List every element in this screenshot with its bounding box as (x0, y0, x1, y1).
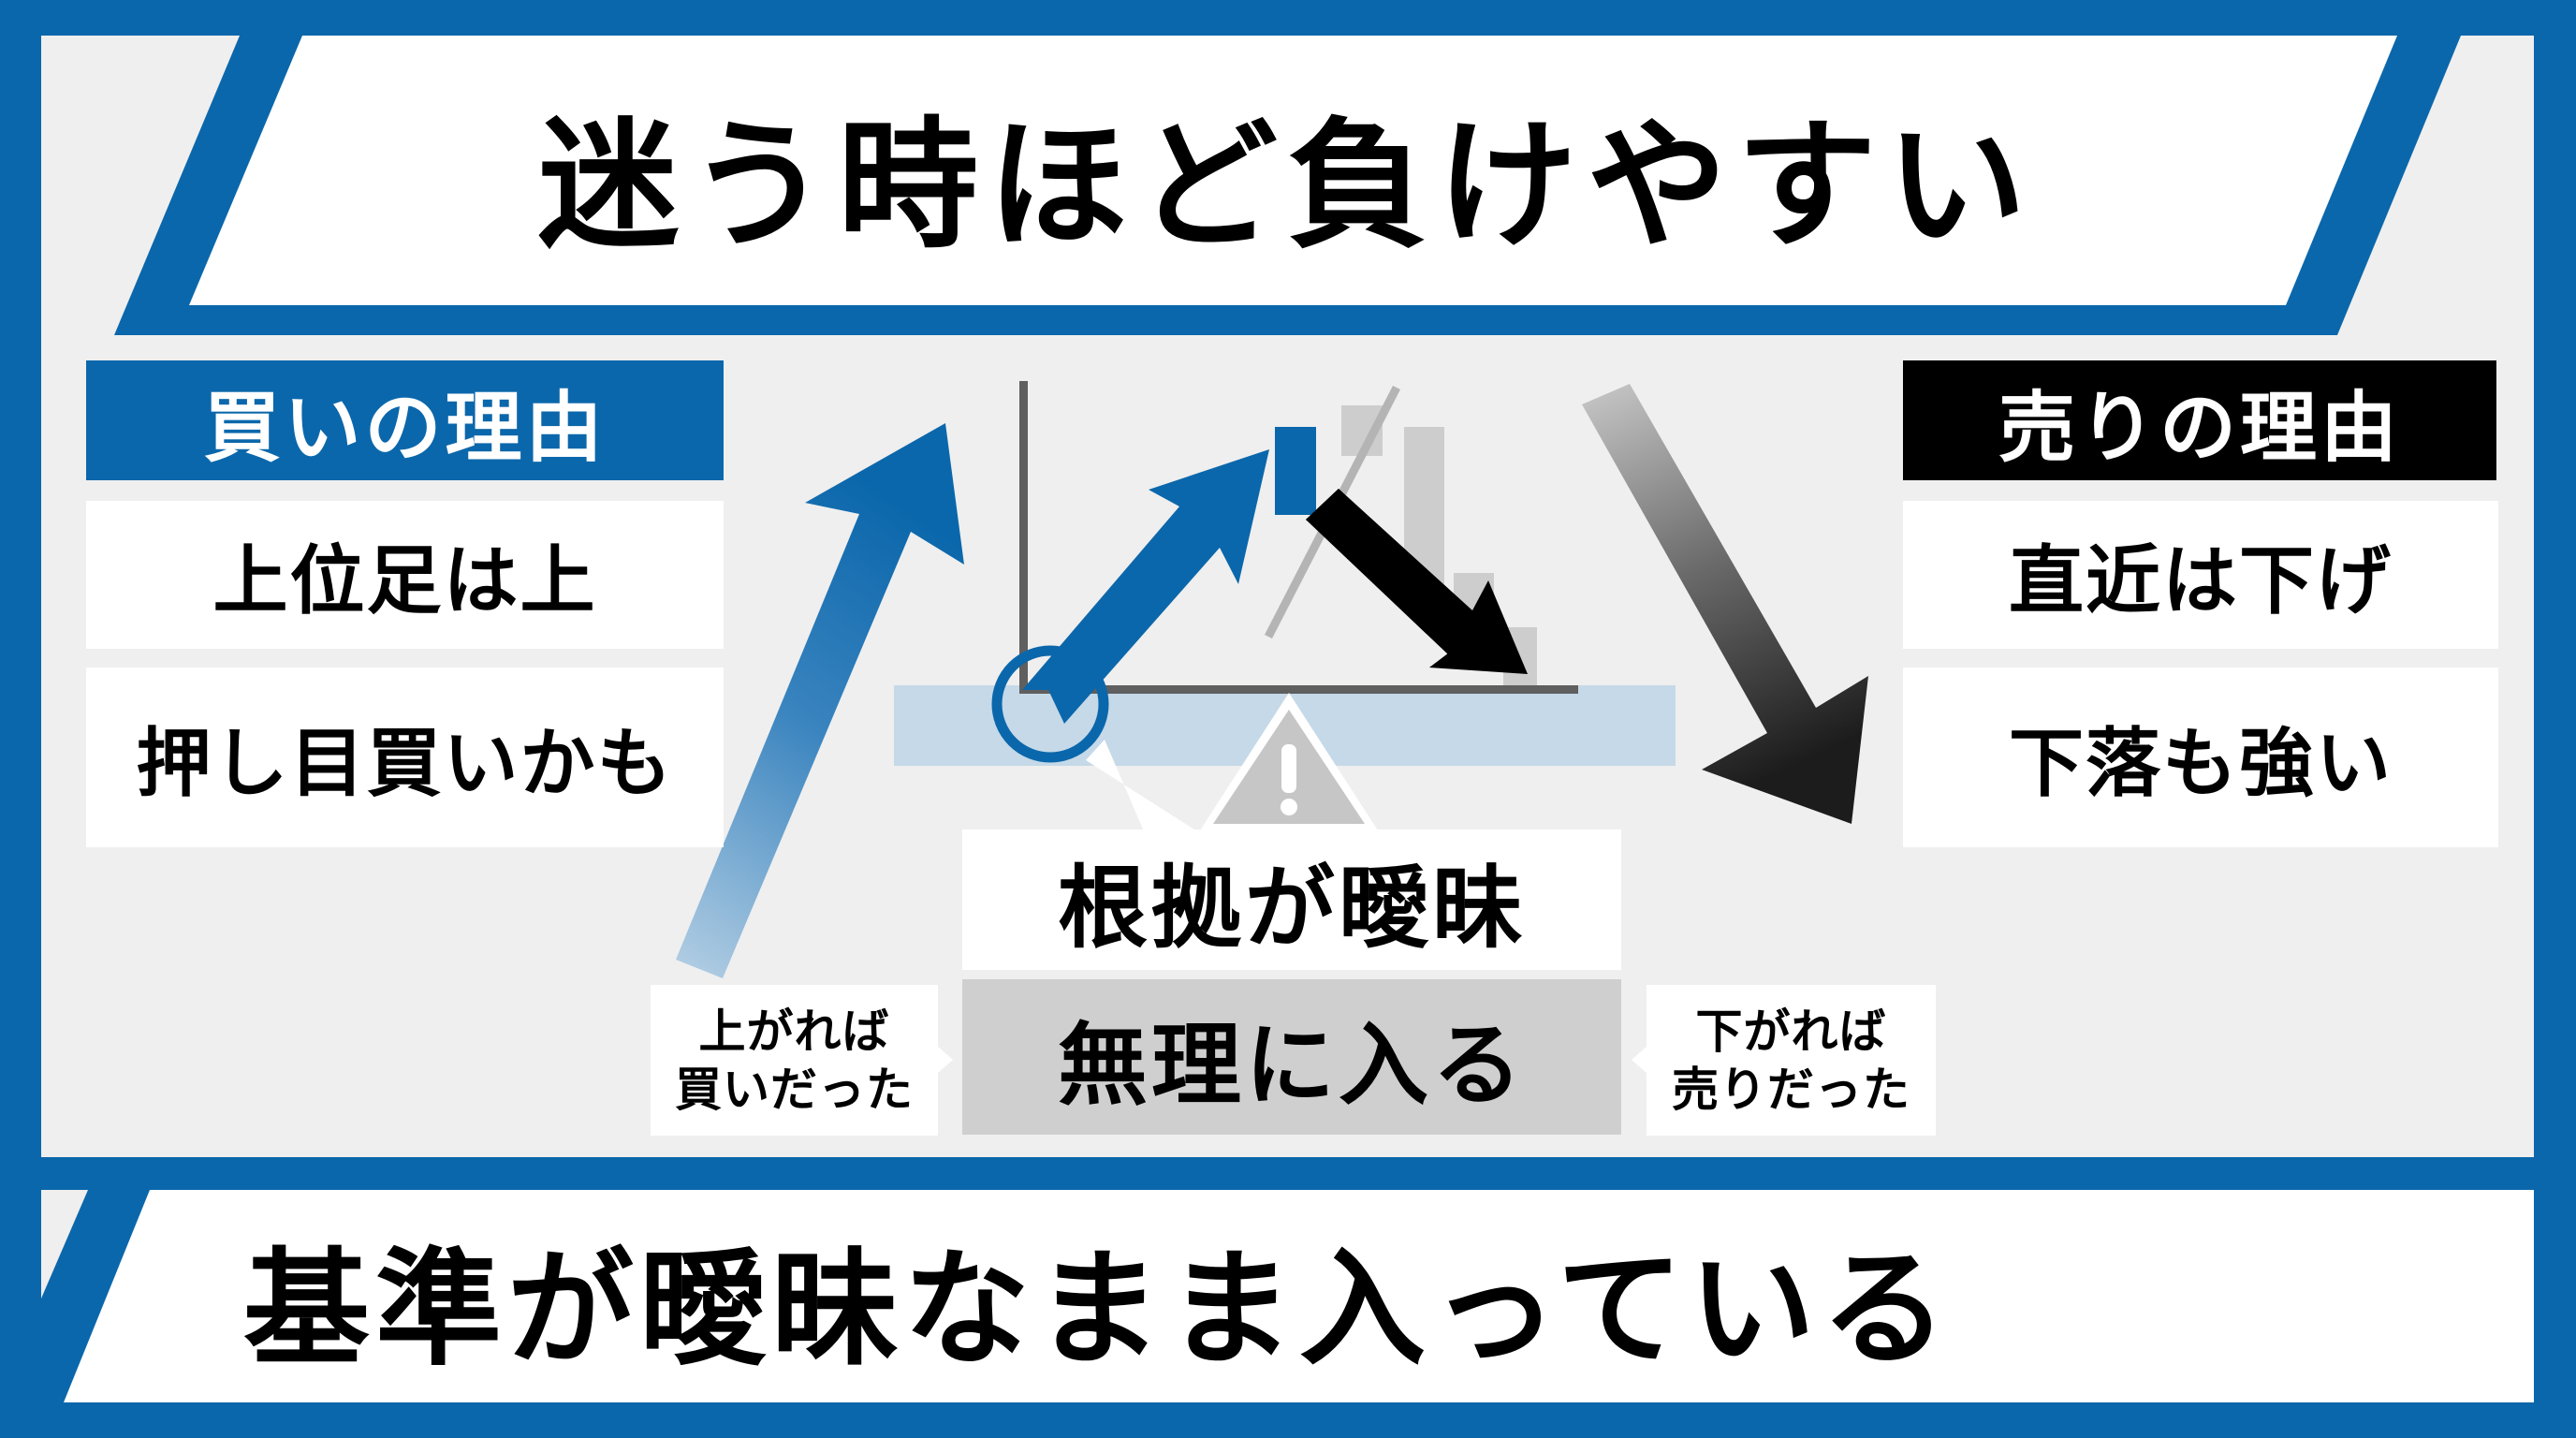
candle-blue (1275, 427, 1316, 515)
footer-plate (64, 1190, 2534, 1402)
chart-y-axis (1019, 381, 1028, 694)
entry-circle-icon (991, 645, 1109, 763)
center-main-box: 根拠が曖昧 (962, 829, 1621, 970)
footer-left-wedge (41, 1190, 88, 1299)
big-down-arrow-icon (1582, 384, 1868, 824)
buy-reason-item: 押し目買いかも (86, 668, 724, 847)
page-title: 迷う時ほど負けやすい (215, 56, 2359, 290)
sell-reason-item: 下落も強い (1903, 668, 2498, 847)
sell-reasons-header: 売りの理由 (1903, 360, 2496, 480)
chart-x-axis (1019, 685, 1578, 694)
down-arrow-body (1306, 489, 1481, 655)
big-up-arrow-icon (676, 423, 964, 978)
buy-reasons-header: 買いの理由 (86, 360, 724, 480)
callout-pointer (1086, 740, 1208, 838)
sell-reason-item: 直近は下げ (1903, 501, 2498, 649)
center-sub-box: 無理に入る (962, 979, 1621, 1135)
left-note: 上がれば 買いだった (651, 985, 938, 1136)
footer-message: 基準が曖昧なまま入っている (243, 1236, 1954, 1383)
title-plate (189, 36, 2397, 305)
small-up-arrow-icon (1022, 449, 1269, 724)
left-note-pointer (938, 1047, 953, 1073)
warning-icon (1200, 693, 1378, 830)
right-note: 下がれば 売りだった (1647, 985, 1936, 1136)
page-title-text: 迷う時ほど負けやすい (537, 104, 2036, 268)
right-note-pointer (1632, 1047, 1647, 1073)
buy-reason-item: 上位足は上 (86, 501, 724, 649)
